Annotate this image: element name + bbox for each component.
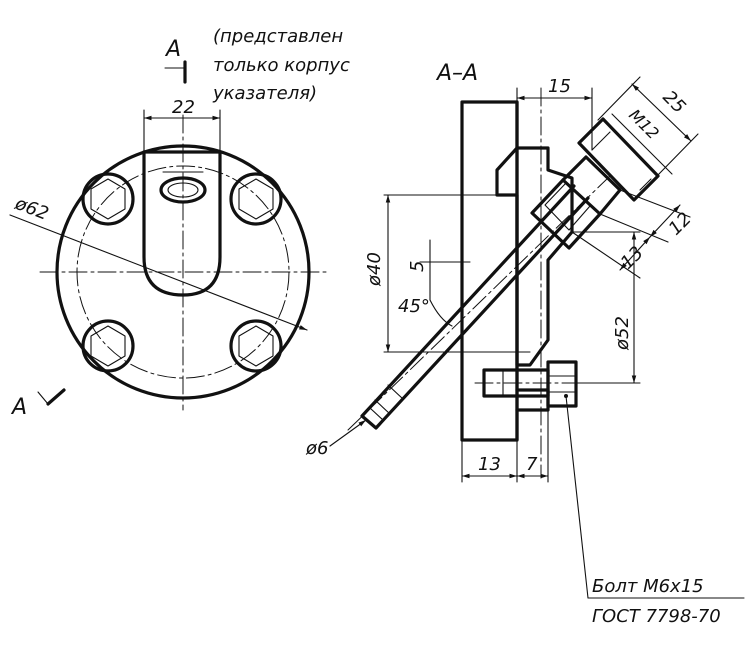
bolt-head-top-left bbox=[81, 172, 135, 226]
section-mark-top: A bbox=[164, 37, 181, 62]
flange-section bbox=[515, 146, 574, 367]
indicator-body bbox=[142, 150, 222, 297]
dim-7-text: 7 bbox=[526, 454, 538, 475]
dim-25-text: 25 bbox=[658, 87, 689, 118]
dim-52-text: ø52 bbox=[612, 316, 633, 351]
dim-5-text: 5 bbox=[407, 261, 428, 272]
dim-6-text: ø6 bbox=[305, 438, 328, 459]
dim-45-text: 45° bbox=[398, 296, 430, 317]
note: (представлен только корпус указателя) bbox=[212, 26, 350, 104]
front-view: 22 ø62 A A bbox=[9, 37, 327, 420]
note-line-1: (представлен bbox=[213, 26, 343, 47]
bolt-leader bbox=[565, 395, 589, 599]
dim-13b-text: 13 bbox=[478, 454, 501, 475]
bolt-head-bottom-right bbox=[229, 319, 283, 373]
dim-62-text: ø62 bbox=[11, 193, 51, 225]
note-line-3: указателя) bbox=[212, 83, 317, 104]
dim-22-text: 22 bbox=[172, 97, 195, 118]
dim-25-line bbox=[631, 83, 692, 142]
bolt bbox=[474, 360, 589, 408]
dim-15-text: 15 bbox=[548, 76, 571, 97]
bolt-head-top-right bbox=[229, 172, 283, 226]
bolt-callout-line-2: ГОСТ 7798-70 bbox=[592, 606, 721, 627]
wall-section bbox=[460, 100, 519, 442]
section-mark-bottom: A bbox=[10, 395, 27, 420]
knurled-nut bbox=[577, 117, 660, 202]
dim-62-line bbox=[9, 214, 308, 331]
dim-6-leader bbox=[329, 419, 367, 447]
dim-40-text: ø40 bbox=[364, 252, 385, 287]
section-view: A–A bbox=[305, 61, 745, 627]
note-line-2: только корпус bbox=[213, 55, 350, 76]
section-title: A–A bbox=[435, 61, 478, 86]
dim-12-line bbox=[649, 204, 681, 238]
indicator-hole bbox=[159, 176, 207, 204]
bolt-callout-line-1: Болт М6х15 bbox=[592, 576, 704, 597]
angle-arc bbox=[429, 299, 453, 327]
indicator-hole-inner bbox=[167, 182, 199, 198]
dim-m12-text: M12 bbox=[625, 105, 663, 143]
pointer-rod bbox=[347, 175, 611, 431]
bolt-head-bottom-left bbox=[81, 319, 135, 373]
dim-12-text: 12 bbox=[665, 208, 696, 239]
